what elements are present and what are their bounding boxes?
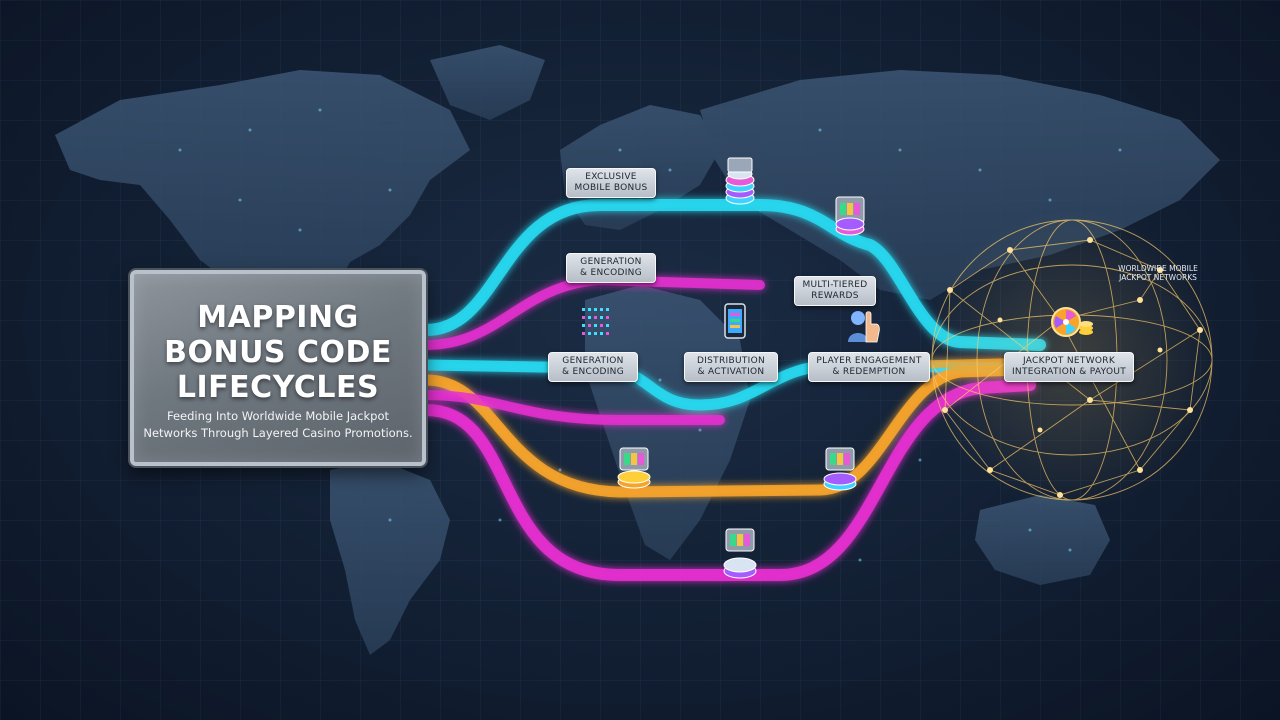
slot-machine-icon xyxy=(835,196,865,236)
title-line: MAPPING xyxy=(197,300,359,335)
label-line: JACKPOT NETWORKS xyxy=(1119,273,1197,282)
subtitle-line: Feeding Into Worldwide Mobile Jackpot xyxy=(167,409,389,423)
label-line: EXCLUSIVE xyxy=(585,172,637,182)
australia-shape xyxy=(975,495,1110,585)
label-line: & ENCODING xyxy=(580,268,642,278)
label-jackpot-network-integration: JACKPOT NETWORK INTEGRATION & PAYOUT xyxy=(1004,352,1134,382)
label-line: PLAYER ENGAGEMENT xyxy=(816,356,922,366)
jackpot-wheel-icon xyxy=(1051,307,1093,337)
label-line: & ENCODING xyxy=(562,367,624,377)
label-line: DISTRIBUTION xyxy=(696,356,766,366)
label-line: WORLDWIDE MOBILE xyxy=(1118,264,1198,273)
title-line: LIFECYCLES xyxy=(176,370,380,405)
label-line: & REDEMPTION xyxy=(832,367,906,377)
label-distribution-activation: DISTRIBUTION & ACTIVATION xyxy=(684,352,778,382)
label-line: GENERATION xyxy=(580,257,642,267)
greenland-shape xyxy=(430,45,545,120)
slot-machine-icon xyxy=(723,528,757,579)
label-line: GENERATION xyxy=(562,356,624,366)
stream-cyan-top xyxy=(420,199,1046,351)
label-line: REWARDS xyxy=(811,291,859,301)
subtitle-line: Networks Through Layered Casino Promotio… xyxy=(143,426,413,440)
binary-code-icon xyxy=(582,308,609,335)
label-generation-encoding-middle: GENERATION & ENCODING xyxy=(548,352,638,382)
stream-magenta-bottom xyxy=(420,379,1036,581)
label-exclusive-mobile-bonus: EXCLUSIVE MOBILE BONUS xyxy=(566,168,656,198)
player-hand-icon xyxy=(848,311,880,343)
label-generation-encoding-top: GENERATION & ENCODING xyxy=(566,253,656,283)
label-line: MULTI-TIERED xyxy=(802,280,868,290)
label-line: & ACTIVATION xyxy=(697,367,765,377)
north-america-shape xyxy=(55,70,470,320)
smartphone-icon xyxy=(724,303,746,339)
casino-chip-stack-icon xyxy=(725,157,755,205)
stream-orange-middle xyxy=(420,364,1026,498)
label-player-engagement-redemption: PLAYER ENGAGEMENT & REDEMPTION xyxy=(808,352,930,382)
europe-shape xyxy=(560,105,720,230)
label-worldwide-jackpot-networks: WORLDWIDE MOBILE JACKPOT NETWORKS xyxy=(1108,264,1208,282)
label-line: JACKPOT NETWORK xyxy=(1022,356,1116,366)
diagram-subtitle: Feeding Into Worldwide Mobile Jackpot Ne… xyxy=(142,408,414,442)
slot-machine-icon xyxy=(617,447,651,489)
title-line: BONUS CODE xyxy=(164,335,392,370)
title-card: MAPPING BONUS CODE LIFECYCLES Feeding In… xyxy=(130,270,426,466)
south-america-shape xyxy=(330,460,450,655)
label-line: MOBILE BONUS xyxy=(574,183,648,193)
slot-machine-icon xyxy=(823,447,857,491)
label-line: INTEGRATION & PAYOUT xyxy=(1011,367,1127,377)
label-multi-tiered-rewards: MULTI-TIERED REWARDS xyxy=(794,276,876,306)
asia-shape xyxy=(700,70,1220,300)
stream-magenta-middle xyxy=(421,390,725,425)
diagram-title: MAPPING BONUS CODE LIFECYCLES xyxy=(134,300,422,405)
